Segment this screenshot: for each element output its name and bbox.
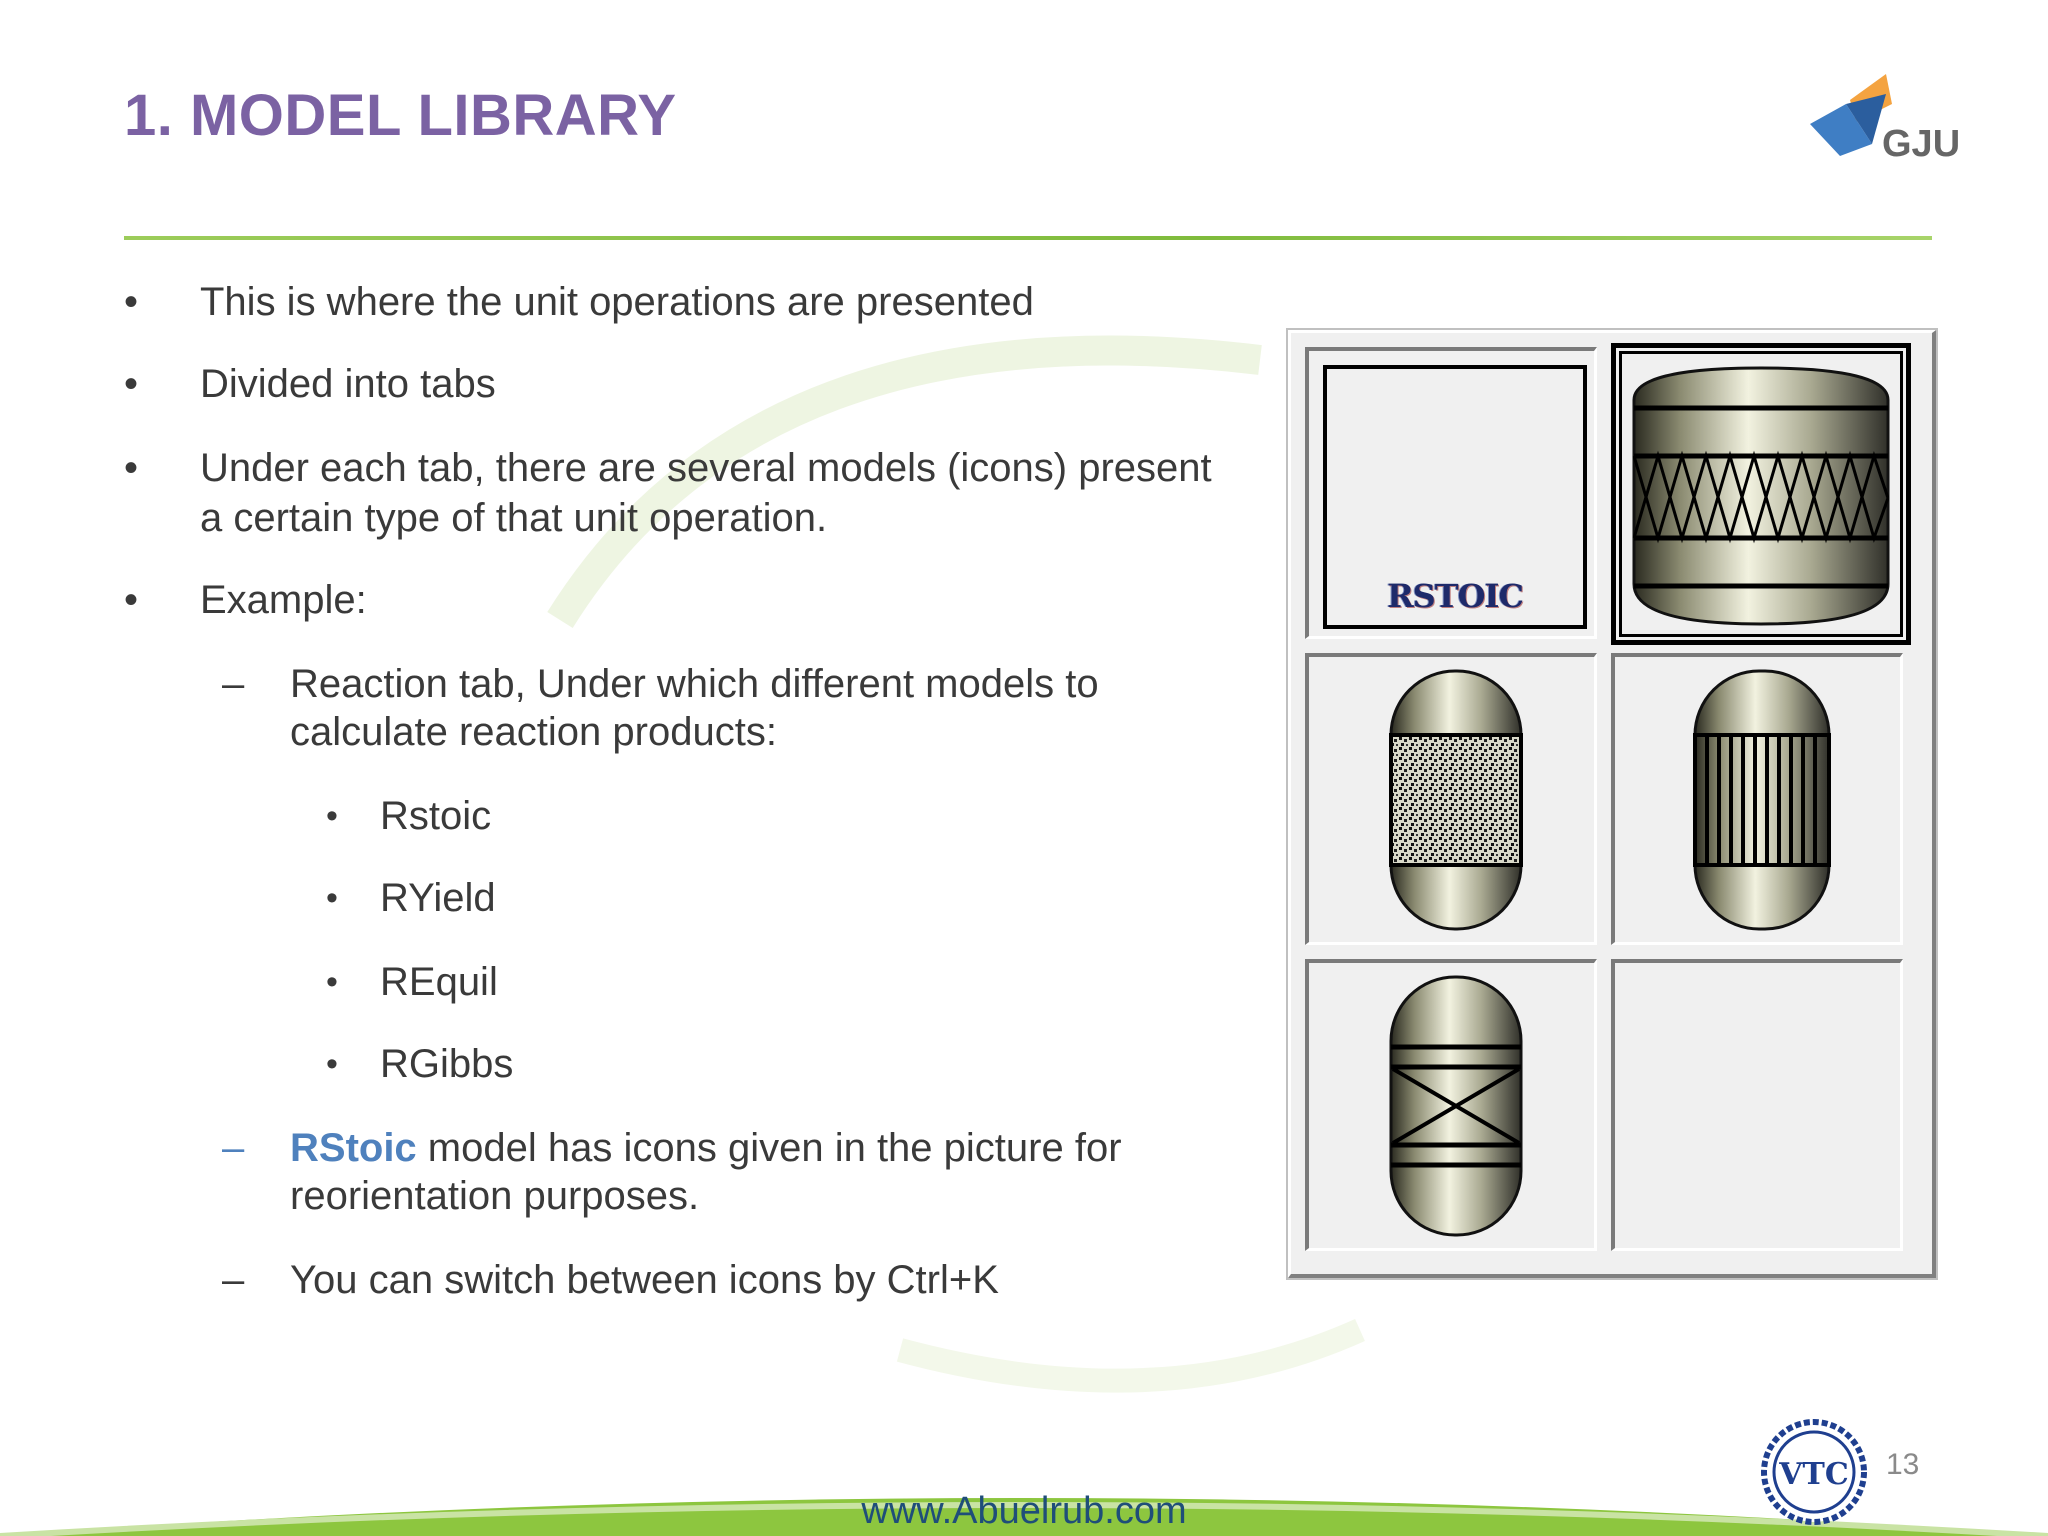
palette-cell-tubular[interactable] — [1611, 653, 1903, 945]
bullet-mark: • — [326, 797, 338, 835]
model-item: Rstoic — [380, 794, 492, 838]
palette-cell-rstoic[interactable]: RSTOIC — [1305, 347, 1597, 639]
footer-band — [0, 1498, 2048, 1536]
model-item: RYield — [380, 876, 496, 920]
page-number: 13 — [1886, 1448, 1920, 1481]
palette-cell-packed[interactable] — [1305, 653, 1597, 945]
bullet-mark: • — [124, 578, 139, 622]
reactor-packed-icon — [1389, 669, 1523, 931]
slide-title: 1. MODEL LIBRARY — [124, 83, 677, 148]
sub-bullet-text: calculate reaction products: — [290, 710, 777, 754]
reactor-x-icon — [1389, 975, 1523, 1237]
model-item: RGibbs — [380, 1042, 514, 1086]
dash-mark: – — [222, 1126, 245, 1170]
reactor-tubular-icon — [1693, 669, 1831, 931]
footer-url[interactable]: www.Abuelrub.com — [861, 1490, 1187, 1532]
bullet-mark: • — [124, 280, 139, 324]
sub-bullet-rest: model has icons given in the picture for — [416, 1126, 1122, 1170]
sub-bullet-text: RStoic model has icons given in the pict… — [290, 1124, 1122, 1172]
rstoic-highlight: RStoic — [290, 1126, 417, 1170]
sub-bullet-text: You can switch between icons by Ctrl+K — [290, 1258, 999, 1302]
dash-mark: – — [222, 1258, 245, 1302]
bullet-text: This is where the unit operations are pr… — [200, 280, 1034, 324]
bullet-mark: • — [326, 1045, 338, 1083]
title-divider — [124, 236, 1932, 240]
model-icon-palette: RSTOIC — [1288, 330, 1936, 1278]
model-item: REquil — [380, 960, 498, 1004]
bullet-text: a certain type of that unit operation. — [200, 496, 828, 540]
rstoic-block-icon: RSTOIC — [1323, 365, 1587, 629]
dash-mark: – — [222, 662, 245, 706]
palette-cell-empty[interactable] — [1611, 959, 1903, 1251]
rstoic-icon-label: RSTOIC — [1387, 577, 1524, 615]
palette-cell-x[interactable] — [1305, 959, 1597, 1251]
vtc-logo-icon: VTC — [1761, 1419, 1867, 1525]
bullet-mark: • — [124, 446, 139, 490]
svg-text:VTC: VTC — [1778, 1457, 1848, 1492]
bullet-text: Divided into tabs — [200, 362, 496, 406]
bullet-mark: • — [124, 362, 139, 406]
palette-cell-selected[interactable] — [1611, 343, 1911, 645]
bullet-mark: • — [326, 963, 338, 1001]
reactor-cross-hatch-icon — [1632, 366, 1890, 626]
sub-bullet-text: reorientation purposes. — [290, 1174, 700, 1218]
bullet-mark: • — [326, 879, 338, 917]
sub-bullet-text: Reaction tab, Under which different mode… — [290, 662, 1099, 706]
svg-text:GJU: GJU — [1882, 123, 1960, 165]
gju-logo-icon: GJU — [1810, 74, 1960, 165]
bullet-text: Example: — [200, 578, 367, 622]
bullet-text: Under each tab, there are several models… — [200, 446, 1212, 490]
